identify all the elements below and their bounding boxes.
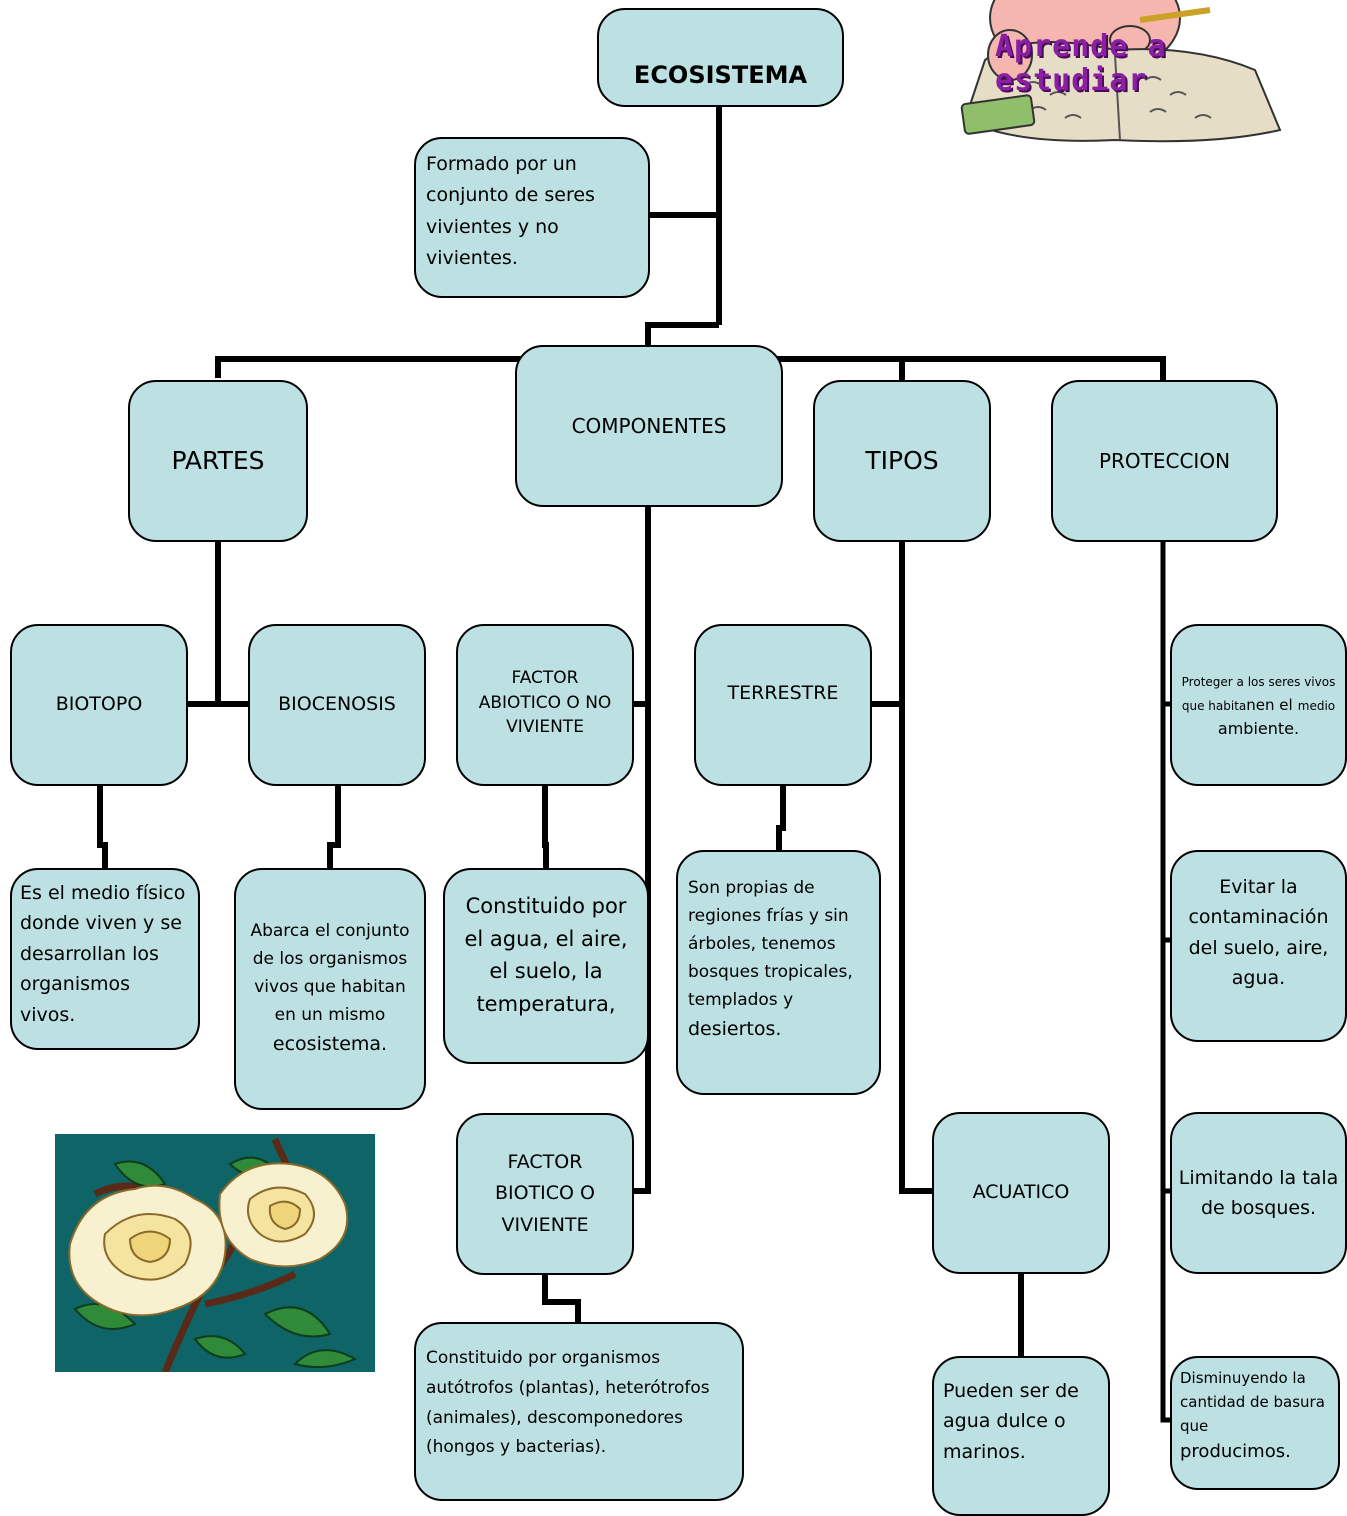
category-proteccion-label: PROTECCION — [1098, 448, 1231, 473]
terrestre-description-text: Son propias de regiones frías y sin árbo… — [688, 878, 853, 1011]
proteccion-item-1-big-2: ambiente. — [1217, 719, 1300, 738]
category-tipos: TIPOS — [813, 380, 991, 542]
factor-abiotico-description: Constituido por el agua, el aire, el sue… — [443, 868, 649, 1064]
biocenosis-label: BIOCENOSIS — [278, 693, 396, 716]
connector-terrestre-desc — [776, 786, 786, 850]
category-tipos-label: TIPOS — [865, 445, 939, 475]
connector-abiotico-desc — [542, 786, 549, 868]
connector-biotopo-desc — [97, 786, 108, 868]
terrestre-description: Son propias de regiones frías y sin árbo… — [676, 850, 881, 1095]
biocenosis-description: Abarca el conjunto de los organismos viv… — [234, 868, 426, 1110]
study-caption: Aprende a estudiar — [995, 29, 1167, 98]
category-proteccion: PROTECCION — [1051, 380, 1278, 542]
node-factor-biotico: FACTOR BIOTICO O VIVIENTE — [456, 1113, 634, 1275]
acuatico-description-text: Pueden ser de agua dulce o marinos. — [943, 1380, 1079, 1463]
biocenosis-description-text: Abarca el conjunto de los organismos viv… — [250, 921, 410, 1026]
connector-componentes-down — [634, 506, 651, 1194]
acuatico-description: Pueden ser de agua dulce o marinos. — [932, 1356, 1110, 1516]
node-terrestre: TERRESTRE — [694, 624, 872, 786]
connector-biotico-desc — [542, 1273, 581, 1322]
proteccion-item-1-big: nen el — [1246, 696, 1293, 714]
terrestre-description-last: desiertos. — [688, 1018, 782, 1041]
proteccion-item-1-small-2: medio — [1297, 699, 1336, 713]
node-biocenosis: BIOCENOSIS — [248, 624, 426, 786]
category-componentes: COMPONENTES — [515, 345, 783, 507]
proteccion-item-1: Proteger a los seres vivos que habitanen… — [1170, 624, 1347, 786]
white-roses-icon — [55, 1134, 375, 1374]
factor-abiotico-label: FACTOR ABIOTICO O NO VIVIENTE — [478, 668, 612, 738]
proteccion-item-2: Evitar la contaminación del suelo, aire,… — [1170, 850, 1347, 1042]
student-studying-icon: Aprende a estudiar — [955, 0, 1290, 148]
factor-abiotico-description-text: Constituido por el agua, el aire, el sue… — [464, 894, 628, 1016]
node-biotopo: BIOTOPO — [10, 624, 188, 786]
acuatico-label: ACUATICO — [972, 1181, 1070, 1204]
category-partes-label: PARTES — [171, 445, 265, 475]
proteccion-item-1-small: Proteger a los seres vivos que habita — [1181, 675, 1336, 713]
proteccion-item-3: Limitando la tala de bosques. — [1170, 1112, 1347, 1274]
connector-proteccion-down — [1160, 541, 1170, 1423]
biotopo-label: BIOTOPO — [55, 693, 143, 716]
root-label: ECOSISTEMA — [633, 61, 808, 90]
connector-tipos-down — [899, 541, 932, 1194]
node-acuatico: ACUATICO — [932, 1112, 1110, 1274]
terrestre-label: TERRESTRE — [727, 682, 839, 704]
root-node-ecosistema: ECOSISTEMA — [597, 8, 844, 107]
definition-text: Formado por un conjunto de seres vivient… — [426, 153, 595, 270]
connector-root-componentes — [645, 322, 719, 345]
category-componentes-label: COMPONENTES — [571, 413, 727, 438]
proteccion-item-4-small: Disminuyendo la cantidad de basura que — [1180, 1369, 1325, 1435]
category-partes: PARTES — [128, 380, 308, 542]
biotopo-description-text: Es el medio físico donde viven y se desa… — [20, 882, 186, 1026]
student-illustration — [960, 0, 1282, 143]
proteccion-item-2-text: Evitar la contaminación del suelo, aire,… — [1188, 876, 1329, 990]
roses-illustration — [55, 1134, 375, 1374]
factor-biotico-label: FACTOR BIOTICO O VIVIENTE — [494, 1150, 596, 1236]
factor-biotico-description-text: Constituido por organismos autótrofos (p… — [426, 1348, 710, 1458]
proteccion-item-3-text: Limitando la tala de bosques. — [1178, 1166, 1339, 1219]
factor-biotico-description: Constituido por organismos autótrofos (p… — [414, 1322, 744, 1501]
proteccion-item-4: Disminuyendo la cantidad de basura que p… — [1170, 1356, 1340, 1490]
biocenosis-description-last: ecosistema. — [272, 1033, 388, 1056]
connector-biocenosis-desc — [327, 786, 341, 868]
proteccion-item-4-big: producimos. — [1180, 1441, 1291, 1462]
node-factor-abiotico: FACTOR ABIOTICO O NO VIVIENTE — [456, 624, 634, 786]
definition-node: Formado por un conjunto de seres vivient… — [414, 137, 650, 298]
biotopo-description: Es el medio físico donde viven y se desa… — [10, 868, 200, 1050]
